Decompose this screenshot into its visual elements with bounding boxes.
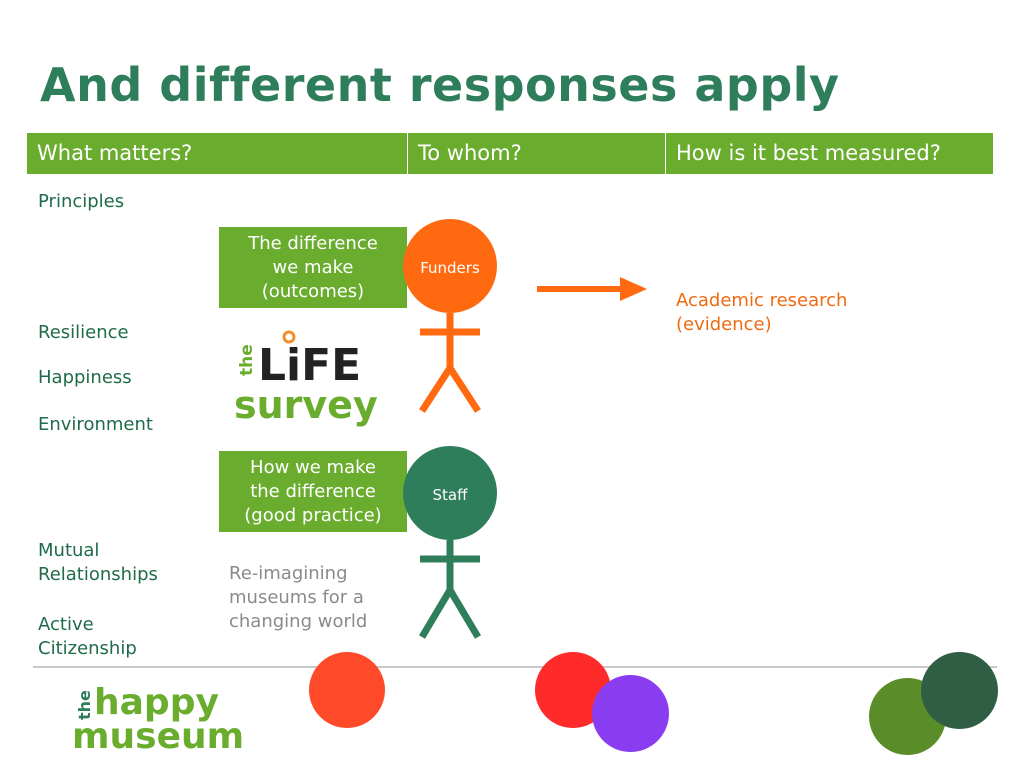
good-practice-box: How we make the difference (good practic…	[219, 451, 407, 532]
svg-text:museum: museum	[72, 716, 244, 754]
outcomes-line-1: The difference	[248, 233, 378, 254]
academic-research-text: Academic research (evidence)	[676, 289, 847, 337]
tagline-text: Re-imagining museums for a changing worl…	[229, 562, 367, 634]
row-label-mutual-relationships: Mutual Relationships	[38, 539, 158, 587]
svg-text:the: the	[75, 690, 94, 720]
practice-line-1: How we make	[250, 457, 376, 478]
header-how-measured: How is it best measured?	[665, 133, 993, 174]
life-survey-logo: the LiFE survey	[234, 330, 378, 427]
row-label-principles: Principles	[38, 191, 125, 212]
svg-text:LiFE: LiFE	[258, 340, 361, 391]
practice-line-3: (good practice)	[244, 505, 382, 526]
mutual-line-2: Relationships	[38, 564, 158, 585]
decor-bubble-purple	[592, 675, 669, 752]
decor-bubble-orange	[309, 652, 385, 728]
outcomes-line-3: (outcomes)	[261, 281, 365, 302]
active-line-2: Citizenship	[38, 638, 137, 659]
row-label-happiness: Happiness	[38, 367, 132, 388]
svg-text:survey: survey	[234, 383, 378, 427]
row-label-active-citizenship: Active Citizenship	[38, 613, 137, 661]
funders-label: Funders	[420, 259, 480, 277]
academic-line-2: (evidence)	[676, 314, 772, 335]
staff-head	[403, 446, 497, 540]
staff-figure	[403, 446, 497, 639]
page-title: And different responses apply	[40, 58, 840, 112]
outcomes-line-2: we make	[272, 257, 354, 278]
outcomes-box: The difference we make (outcomes)	[219, 227, 407, 308]
happy-museum-logo: the happy museum	[72, 682, 244, 754]
mutual-line-1: Mutual	[38, 540, 100, 561]
arrow-right-icon	[537, 277, 647, 301]
academic-line-1: Academic research	[676, 290, 848, 311]
row-label-environment: Environment	[38, 414, 153, 435]
practice-line-2: the difference	[250, 481, 376, 502]
decor-bubble-darkgreen	[921, 652, 998, 729]
tagline-line-3: changing world	[229, 611, 368, 632]
funders-head	[403, 219, 497, 313]
row-label-resilience: Resilience	[38, 322, 129, 343]
tagline-line-2: museums for a	[229, 587, 364, 608]
svg-text:the: the	[237, 344, 257, 376]
active-line-1: Active	[38, 614, 94, 635]
header-to-whom: To whom?	[407, 133, 665, 174]
footer-divider	[33, 666, 997, 668]
staff-label: Staff	[432, 486, 468, 504]
funders-figure	[403, 219, 497, 413]
header-what-matters: What matters?	[27, 133, 407, 174]
tagline-line-1: Re-imagining	[229, 563, 348, 584]
svg-text:happy: happy	[94, 682, 219, 723]
